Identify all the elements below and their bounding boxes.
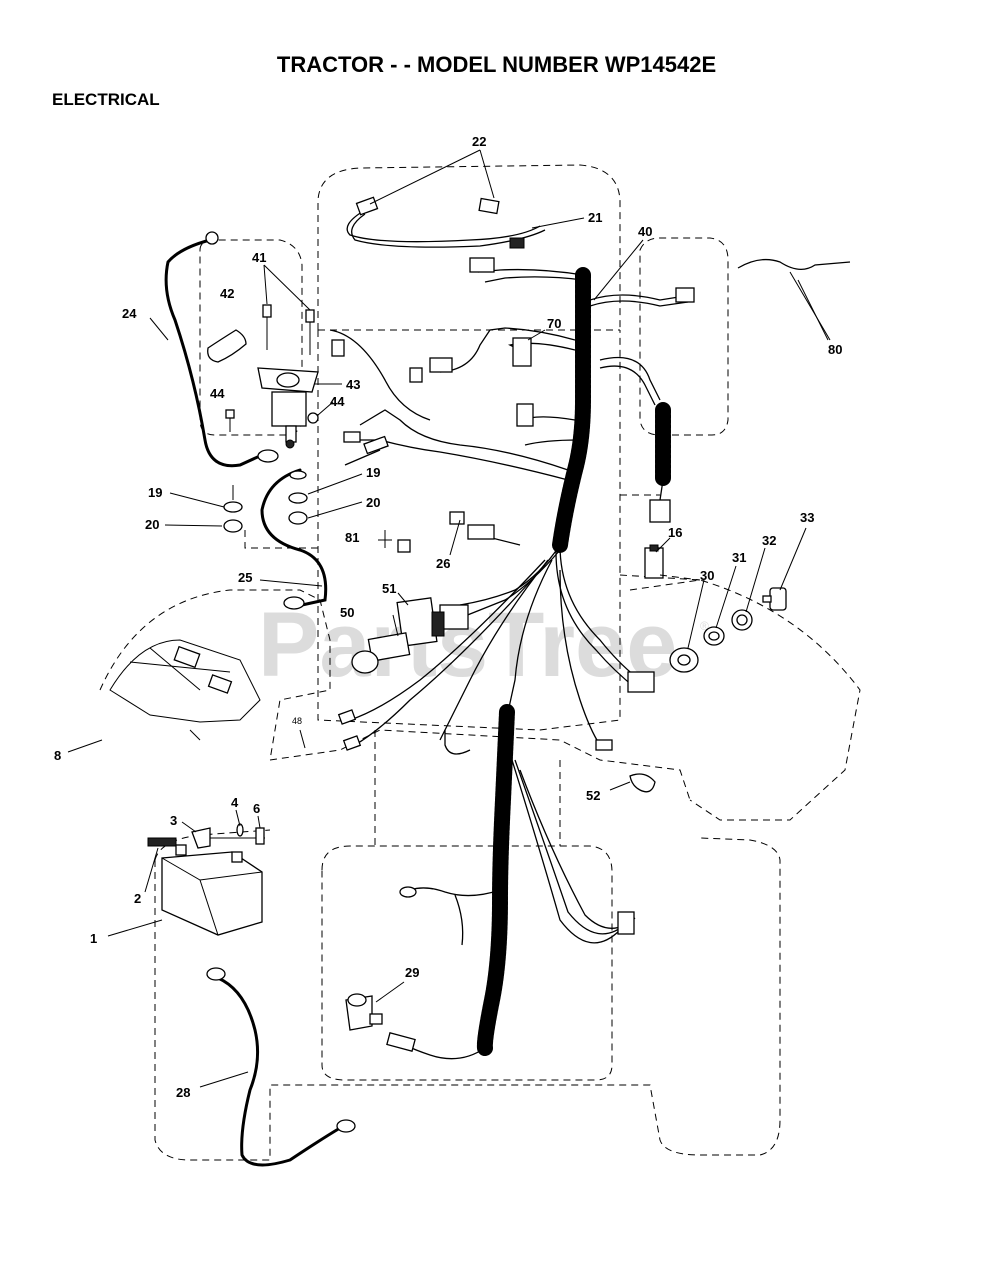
- bezel-32: [731, 609, 753, 631]
- bolt-2: [147, 837, 177, 847]
- callout-16: 16: [668, 525, 682, 540]
- engine-8: [109, 639, 261, 741]
- headlight-switch-50: [351, 632, 411, 674]
- main-harness-40: [329, 257, 695, 1060]
- callout-32: 32: [762, 533, 776, 548]
- nut-31: [703, 626, 725, 646]
- screws-41: [262, 304, 315, 355]
- callout-30: 30: [700, 568, 714, 583]
- callout-43: 43: [346, 377, 360, 392]
- callout-19-left: 19: [148, 485, 162, 500]
- callout-25: 25: [238, 570, 252, 585]
- callout-31: 31: [732, 550, 746, 565]
- callout-1: 1: [90, 931, 97, 946]
- panel-51: [396, 597, 445, 647]
- wire-80: [737, 258, 851, 341]
- ignition-switch-30: [669, 647, 699, 673]
- washers-19-20-left: [223, 485, 243, 533]
- callout-70: 70: [547, 316, 561, 331]
- callout-8: 8: [54, 748, 61, 763]
- callout-3: 3: [170, 813, 177, 828]
- callout-19-right: 19: [366, 465, 380, 480]
- callout-48: 48: [292, 716, 302, 726]
- callout-6: 6: [253, 801, 260, 816]
- callout-50: 50: [340, 605, 354, 620]
- callout-40: 40: [638, 224, 652, 239]
- callout-42: 42: [220, 286, 234, 301]
- watermark-mark: ®: [700, 619, 709, 633]
- headlight-wire-21: [346, 196, 546, 249]
- callout-52: 52: [586, 788, 600, 803]
- switch-16: [644, 544, 664, 579]
- page-title: TRACTOR - - MODEL NUMBER WP14542E: [276, 52, 717, 77]
- leader-lines: [67, 149, 829, 1088]
- callout-26: 26: [436, 556, 450, 571]
- callout-33: 33: [800, 510, 814, 525]
- callout-labels: 22 21 40 80 41 42 24 70 43 44 44 19 20 1…: [54, 134, 842, 1100]
- positive-cable-24: [164, 231, 279, 468]
- ground-cable-28: [206, 967, 356, 1167]
- callout-4: 4: [231, 795, 239, 810]
- callout-28: 28: [176, 1085, 190, 1100]
- callout-20-left: 20: [145, 517, 159, 532]
- callout-81: 81: [345, 530, 359, 545]
- solenoid-boot-42: [207, 329, 247, 363]
- callout-21: 21: [588, 210, 602, 225]
- bracket-3: [191, 827, 265, 849]
- key-33: [762, 587, 787, 611]
- nuts-44: [225, 409, 319, 432]
- solenoid-43: [257, 367, 319, 449]
- callout-2: 2: [134, 891, 141, 906]
- battery-1: [161, 844, 263, 936]
- callout-29: 29: [405, 965, 419, 980]
- cable-25: [260, 468, 328, 610]
- clip-48: [299, 729, 306, 749]
- clip-52: [629, 773, 656, 793]
- seat-switch-29: [345, 993, 383, 1031]
- callout-44-left: 44: [210, 386, 225, 401]
- nut-6: [255, 827, 265, 845]
- callout-51: 51: [382, 581, 396, 596]
- callout-24: 24: [122, 306, 137, 321]
- callout-41: 41: [252, 250, 266, 265]
- relay-81: [378, 530, 411, 553]
- washers-19-20-right: [288, 470, 308, 525]
- callout-44-right: 44: [330, 394, 345, 409]
- section-heading: ELECTRICAL: [52, 90, 160, 109]
- callout-80: 80: [828, 342, 842, 357]
- callout-22: 22: [472, 134, 486, 149]
- callout-20-right: 20: [366, 495, 380, 510]
